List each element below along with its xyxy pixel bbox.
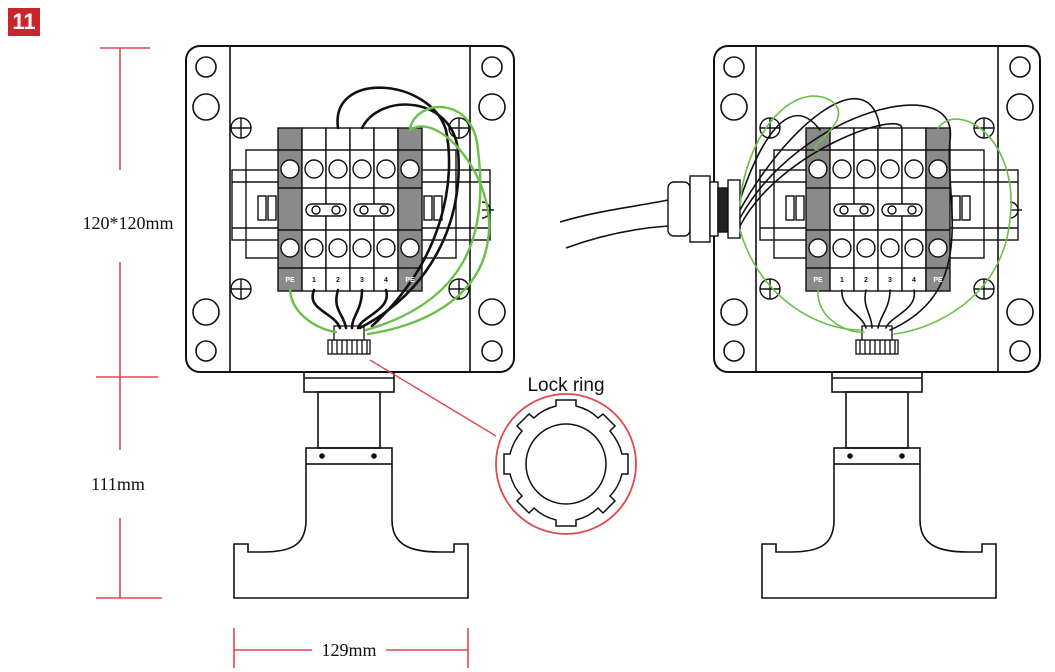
terminal-label-1-right-box: 1 bbox=[840, 277, 844, 284]
left-junction-box: PE 1 2 3 4 PE bbox=[185, 45, 515, 373]
box-dimension-label: 120*120mm bbox=[82, 213, 173, 233]
lock-ring-callout bbox=[369, 359, 637, 535]
terminal-label-pe-left: PE bbox=[285, 277, 295, 284]
terminal-label-2-right-box: 2 bbox=[864, 277, 868, 284]
terminal-label-3: 3 bbox=[360, 277, 364, 284]
right-junction-box: PE 1 2 3 4 PE bbox=[559, 45, 1041, 373]
terminal-label-pe-right-right-box: PE bbox=[933, 277, 943, 284]
terminal-label-4-right-box: 4 bbox=[912, 277, 916, 284]
lock-ring-label: Lock ring bbox=[527, 375, 604, 396]
step-number-badge: 11 bbox=[8, 8, 40, 36]
height-dimension-label: 111mm bbox=[91, 474, 145, 494]
width-dimension-label: 129mm bbox=[321, 640, 376, 660]
dimension-lines bbox=[96, 47, 469, 668]
terminal-label-1: 1 bbox=[312, 277, 316, 284]
terminal-label-pe-right: PE bbox=[405, 277, 415, 284]
terminal-label-3-right-box: 3 bbox=[888, 277, 892, 284]
terminal-label-pe-left-right-box: PE bbox=[813, 277, 823, 284]
left-mounting-stand bbox=[233, 371, 469, 599]
terminal-label-2: 2 bbox=[336, 277, 340, 284]
right-mounting-stand bbox=[761, 371, 997, 599]
terminal-label-4: 4 bbox=[384, 277, 388, 284]
